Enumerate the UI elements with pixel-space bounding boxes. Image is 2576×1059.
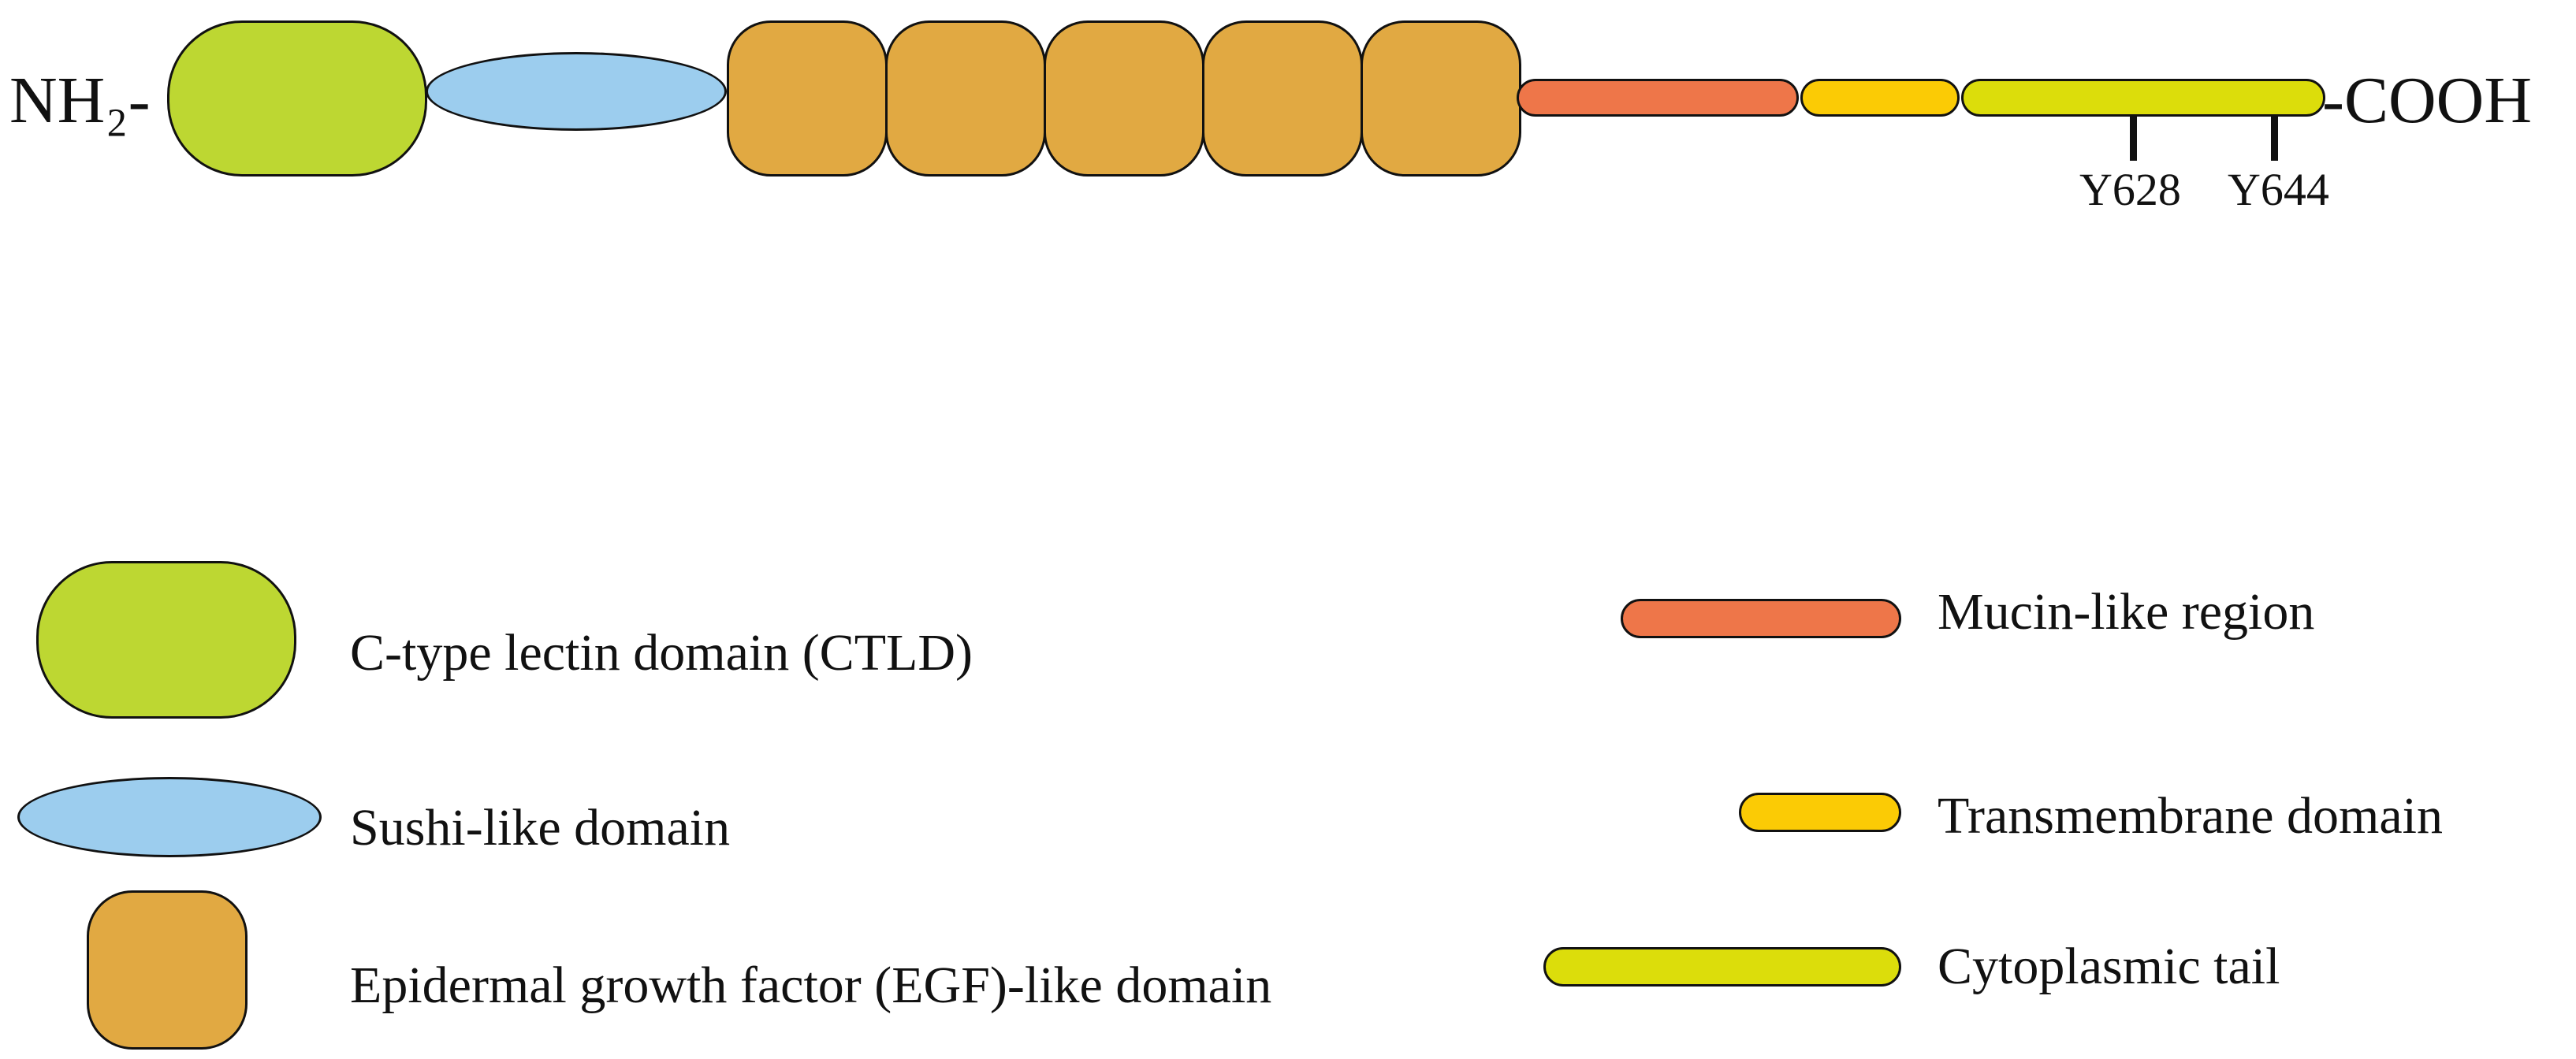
ctld-domain [167, 20, 427, 176]
legend-egf-label: Epidermal growth factor (EGF)-like domai… [350, 957, 1272, 1014]
legend-tail-label: Cytoplasmic tail [1938, 938, 2280, 995]
legend-mucin-label: Mucin-like region [1938, 583, 2315, 641]
legend-sushi-swatch [17, 777, 322, 857]
c-terminus-label: -COOH [2322, 64, 2532, 137]
legend-sushi-label: Sushi-like domain [350, 799, 731, 856]
cytoplasmic-tail [1961, 79, 2325, 117]
mucin-like-region [1517, 79, 1799, 117]
legend-mucin-swatch [1621, 599, 1901, 638]
legend-tm-swatch [1739, 793, 1901, 832]
site-y628-marker [2130, 115, 2137, 161]
legend-egf-swatch [87, 890, 248, 1050]
legend-ctld-label: C-type lectin domain (CTLD) [350, 624, 973, 682]
egf-repeat-3 [1044, 20, 1204, 176]
egf-repeat-1 [727, 20, 888, 176]
n-terminus-label: NH₂- [9, 64, 151, 137]
legend-tm-label: Transmembrane domain [1938, 787, 2443, 845]
egf-repeat-5 [1361, 20, 1521, 176]
egf-repeat-2 [885, 20, 1046, 176]
site-y644-label: Y644 [2228, 164, 2329, 215]
egf-repeat-4 [1202, 20, 1363, 176]
transmembrane-domain [1800, 79, 1960, 117]
site-y628-label: Y628 [2079, 164, 2181, 215]
site-y644-marker [2271, 115, 2278, 161]
legend-ctld-swatch [36, 561, 296, 719]
legend-tail-swatch [1543, 947, 1901, 987]
sushi-domain [426, 52, 727, 131]
